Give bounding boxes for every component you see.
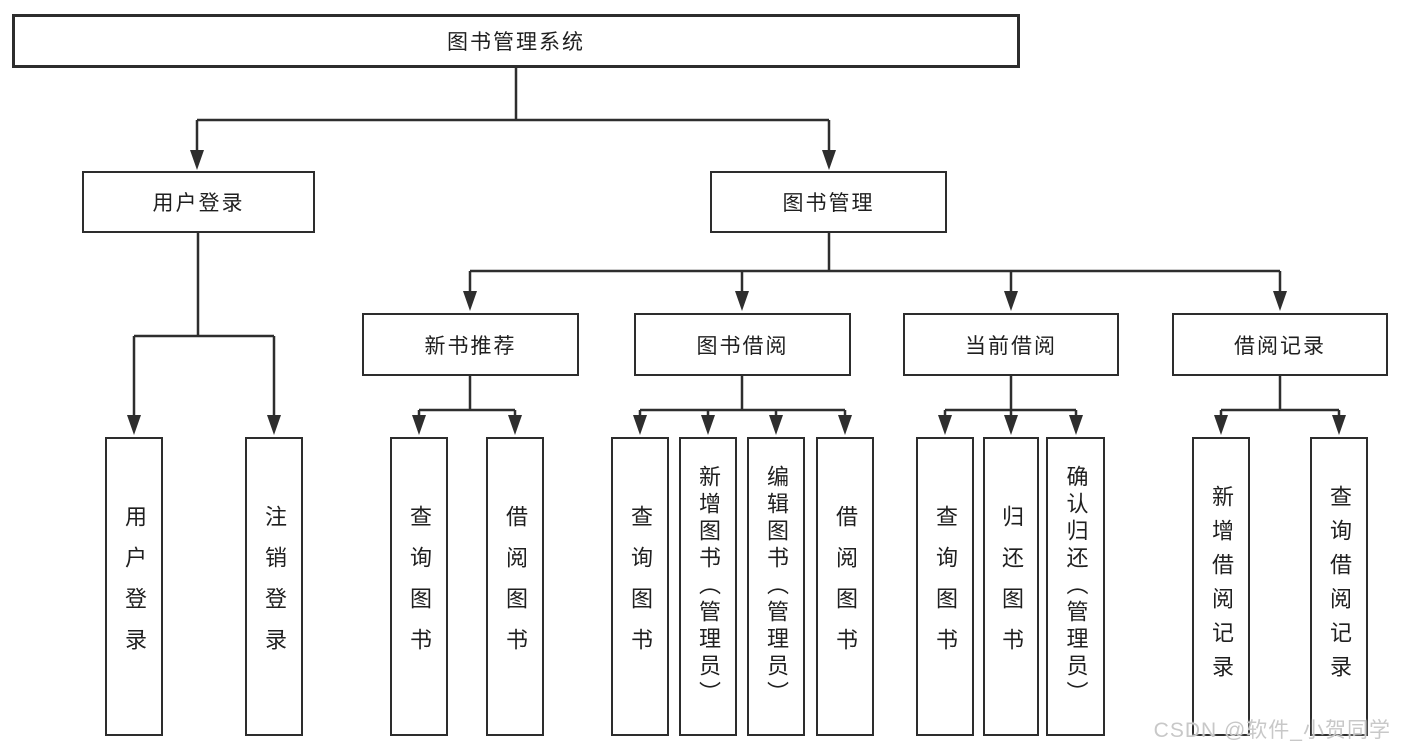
node-label: 借阅图书 — [833, 504, 858, 669]
node-leaf-query-books-rec: 查询图书 — [390, 437, 448, 736]
node-label: 新增借阅记录 — [1209, 484, 1234, 689]
arrowhead-icon — [127, 415, 141, 435]
node-label: 图书管理系统 — [447, 31, 585, 54]
edge-book-borrowing-to-children — [638, 376, 847, 417]
arrowhead-icon — [822, 150, 836, 170]
node-label: 用户登录 — [152, 192, 245, 215]
arrowhead-icon — [769, 415, 783, 435]
node-leaf-borrow-books: 借阅图书 — [816, 437, 874, 736]
node-label: 新增图书（管理员） — [696, 465, 721, 708]
node-label: 查询图书 — [407, 504, 432, 669]
arrowhead-icon — [1273, 291, 1287, 311]
csdn-watermark: CSDN @软件_小贺同学 — [1153, 719, 1391, 742]
node-leaf-logout: 注销登录 — [245, 437, 303, 736]
node-leaf-query-books-current: 查询图书 — [916, 437, 974, 736]
node-label: 用户登录 — [122, 504, 147, 669]
arrowhead-icon — [508, 415, 522, 435]
node-label: 查询借阅记录 — [1327, 484, 1352, 689]
node-label: 归还图书 — [999, 504, 1024, 669]
arrowheads — [127, 150, 1346, 435]
arrowhead-icon — [1069, 415, 1083, 435]
node-label: 当前借阅 — [965, 334, 1057, 358]
node-leaf-return-books: 归还图书 — [983, 437, 1039, 736]
arrowhead-icon — [412, 415, 426, 435]
node-library-management-system: 图书管理系统 — [12, 14, 1020, 68]
node-book-borrowing: 图书借阅 — [634, 313, 851, 376]
edge-root-to-level2 — [195, 68, 831, 152]
edge-current-borrowing-to-children — [943, 376, 1078, 417]
connector-lines — [132, 68, 1341, 417]
arrowhead-icon — [1004, 291, 1018, 311]
edge-user-login-to-children — [132, 233, 276, 417]
node-leaf-query-borrow-record: 查询借阅记录 — [1310, 437, 1368, 736]
arrowhead-icon — [1214, 415, 1228, 435]
edge-new-book-rec-to-children — [417, 376, 517, 417]
node-label: 借阅图书 — [503, 504, 528, 669]
node-label: 确认归还（管理员） — [1063, 465, 1089, 708]
node-label: 新书推荐 — [424, 334, 517, 358]
arrowhead-icon — [701, 415, 715, 435]
node-leaf-add-borrow-record: 新增借阅记录 — [1192, 437, 1250, 736]
node-label: 图书管理 — [782, 192, 875, 215]
node-new-book-recommendation: 新书推荐 — [362, 313, 579, 376]
node-label: 图书借阅 — [696, 334, 789, 358]
node-label: 借阅记录 — [1234, 334, 1326, 358]
node-leaf-confirm-return-admin: 确认归还（管理员） — [1046, 437, 1105, 736]
node-leaf-user-login: 用户登录 — [105, 437, 163, 736]
node-book-management: 图书管理 — [710, 171, 947, 233]
arrowhead-icon — [463, 291, 477, 311]
node-leaf-query-books-borrow: 查询图书 — [611, 437, 669, 736]
arrowhead-icon — [735, 291, 749, 311]
node-borrowing-records: 借阅记录 — [1172, 313, 1388, 376]
arrowhead-icon — [938, 415, 952, 435]
arrowhead-icon — [1004, 415, 1018, 435]
arrowhead-icon — [267, 415, 281, 435]
node-leaf-borrow-books-rec: 借阅图书 — [486, 437, 544, 736]
arrowhead-icon — [838, 415, 852, 435]
node-leaf-edit-books-admin: 编辑图书（管理员） — [747, 437, 805, 736]
node-label: 查询图书 — [933, 504, 958, 669]
node-label: 注销登录 — [262, 504, 287, 669]
node-label: 编辑图书（管理员） — [764, 465, 789, 708]
node-current-borrowing: 当前借阅 — [903, 313, 1119, 376]
arrowhead-icon — [633, 415, 647, 435]
edge-borrowing-records-to-children — [1219, 376, 1341, 417]
edge-book-management-to-sections — [468, 233, 1282, 293]
node-leaf-add-books-admin: 新增图书（管理员） — [679, 437, 737, 736]
arrowhead-icon — [1332, 415, 1346, 435]
arrowhead-icon — [190, 150, 204, 170]
node-label: 查询图书 — [628, 504, 653, 669]
node-user-login: 用户登录 — [82, 171, 315, 233]
